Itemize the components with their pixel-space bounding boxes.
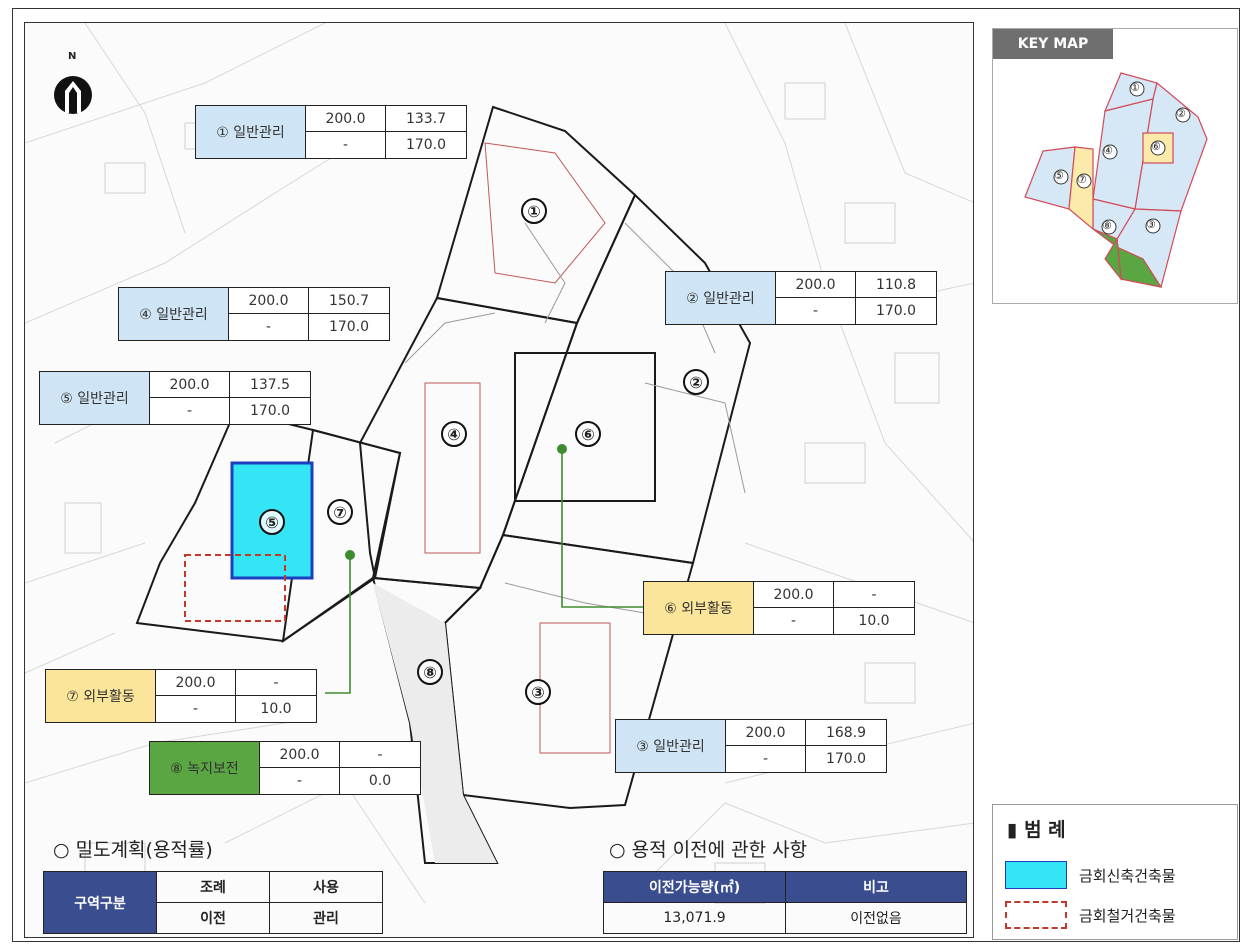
base-map (25, 23, 973, 904)
zone-label-value: 170.0 (249, 403, 291, 419)
zone-label-value: 200.0 (754, 582, 834, 608)
page-frame (12, 8, 1240, 942)
zone-label-value: 170.0 (875, 303, 917, 319)
density-plan-title: ○ 밀도계획(용적률) (53, 839, 213, 861)
demolished-building (184, 554, 286, 622)
zone-label-6[interactable]: ⑥ 외부활동 200.0 - - 10.0 (643, 581, 915, 635)
zone-label-value: 150.7 (309, 288, 389, 314)
zone-number-4: ④ (441, 421, 467, 447)
zone-label-4[interactable]: ④ 일반관리 200.0 150.7 - 170.0 (118, 287, 390, 341)
legend-swatch-new-building (1005, 861, 1067, 889)
zone-label-value: 170.0 (328, 319, 370, 335)
zone-label-name: ③ 일반관리 (616, 720, 726, 772)
zone-label-name: ① 일반관리 (196, 106, 306, 158)
key-map[interactable]: KEY MAP ① ② ③ ④ ⑤ ⑥ ⑦ ⑧ (992, 28, 1238, 304)
zone-label-1[interactable]: ① 일반관리 200.0 133.7 - 170.0 (195, 105, 467, 159)
transfer-title: ○ 용적 이전에 관한 사항 (609, 839, 808, 861)
legend-box: ▮ 범 례 금회신축건축물 금회철거건축물 (992, 804, 1238, 940)
key-map-num-8: ⑧ (1102, 219, 1112, 232)
density-header: 구역구분 (43, 871, 157, 934)
zone-label-value: - (236, 670, 316, 696)
key-map-num-6: ⑥ (1151, 140, 1161, 153)
zone-label-value: - (156, 696, 236, 722)
legend-swatch-demolished (1005, 901, 1067, 929)
zone-number-7: ⑦ (327, 499, 353, 525)
zone-7-marker (345, 550, 355, 560)
zone-label-value: - (229, 314, 309, 340)
zone-label-value: 10.0 (858, 613, 890, 629)
transfer-amount: 13,071.9 (602, 902, 787, 934)
zone-label-value: - (306, 132, 386, 158)
transfer-header: 이전가능량(㎡) (602, 871, 787, 903)
zone-label-value: 170.0 (825, 751, 867, 767)
map-panel[interactable]: N ① ② ③ ④ ⑤ ⑥ ⑦ ⑧ ① 일반관리 200.0 133.7 - 1… (24, 22, 974, 938)
zone-label-name: ⑦ 외부활동 (46, 670, 156, 722)
zone-label-value: 110.8 (856, 272, 936, 298)
zone-label-value: - (726, 746, 806, 772)
zone-label-value: 200.0 (150, 372, 230, 398)
legend-label-demolished: 금회철거건축물 (1079, 907, 1176, 925)
transfer-header: 비고 (785, 871, 967, 903)
zone-label-value: 168.9 (806, 720, 886, 746)
key-map-num-3: ③ (1146, 218, 1156, 231)
campus-paths (404, 222, 746, 614)
zone-number-6: ⑥ (575, 421, 601, 447)
zone-number-5: ⑤ (259, 509, 285, 535)
zone-label-value: 133.7 (386, 106, 466, 132)
zone-label-value: 200.0 (229, 288, 309, 314)
zone-number-3: ③ (525, 679, 551, 705)
zone-label-name: ② 일반관리 (666, 272, 776, 324)
key-map-num-4: ④ (1103, 144, 1113, 157)
zone-label-5[interactable]: ⑤ 일반관리 200.0 137.5 - 170.0 (39, 371, 311, 425)
zone-label-value: 200.0 (156, 670, 236, 696)
zone-label-value: - (834, 582, 914, 608)
zone-label-name: ④ 일반관리 (119, 288, 229, 340)
zone-label-8[interactable]: ⑧ 녹지보전 200.0 - - 0.0 (149, 741, 421, 795)
zone-label-value: 200.0 (776, 272, 856, 298)
zone-label-value: 10.0 (260, 701, 292, 717)
zone-label-value: 0.0 (368, 773, 392, 789)
north-arrow-icon (54, 76, 92, 114)
zone-6-marker (557, 444, 567, 454)
zone-label-3[interactable]: ③ 일반관리 200.0 168.9 - 170.0 (615, 719, 887, 773)
legend-title: ▮ 범 례 (1007, 819, 1066, 841)
zone-label-value: - (340, 742, 420, 768)
key-map-num-2: ② (1176, 107, 1186, 120)
density-cell: 사용 (269, 871, 383, 903)
north-label: N (68, 51, 77, 62)
zone-number-1: ① (521, 198, 547, 224)
zone-label-name: ⑤ 일반관리 (40, 372, 150, 424)
key-map-title: KEY MAP (993, 29, 1113, 59)
zone-label-7[interactable]: ⑦ 외부활동 200.0 - - 10.0 (45, 669, 317, 723)
density-cell: 조례 (156, 871, 270, 903)
key-map-num-1: ① (1130, 81, 1140, 94)
leader-lines (325, 449, 645, 694)
zone-label-value: 170.0 (405, 137, 447, 153)
zone-label-name: ⑧ 녹지보전 (150, 742, 260, 794)
zone-label-value: 200.0 (260, 742, 340, 768)
transfer-note: 이전없음 (785, 902, 967, 934)
zone-label-2[interactable]: ② 일반관리 200.0 110.8 - 170.0 (665, 271, 937, 325)
zone-label-value: - (776, 298, 856, 324)
key-map-num-7: ⑦ (1077, 173, 1087, 186)
density-plan-table: 구역구분 조례 사용 이전 관리 (43, 871, 383, 934)
transfer-table: 이전가능량(㎡) 비고 13,071.9 이전없음 (602, 871, 967, 934)
key-map-num-5: ⑤ (1054, 169, 1064, 182)
zone-label-value: 200.0 (726, 720, 806, 746)
zone-label-value: - (150, 398, 230, 424)
legend-label-new-building: 금회신축건축물 (1079, 867, 1176, 885)
zone-label-value: - (260, 768, 340, 794)
density-cell: 관리 (269, 902, 383, 934)
campus-buildings (424, 142, 611, 754)
density-cell: 이전 (156, 902, 270, 934)
key-map-drawing (1024, 72, 1208, 288)
zone-label-name: ⑥ 외부활동 (644, 582, 754, 634)
zone-label-value: 200.0 (306, 106, 386, 132)
green-zone-texture (373, 583, 497, 863)
zone-number-8: ⑧ (417, 659, 443, 685)
zone-label-value: 137.5 (230, 372, 310, 398)
zone-label-value: - (754, 608, 834, 634)
zone-number-2: ② (683, 369, 709, 395)
